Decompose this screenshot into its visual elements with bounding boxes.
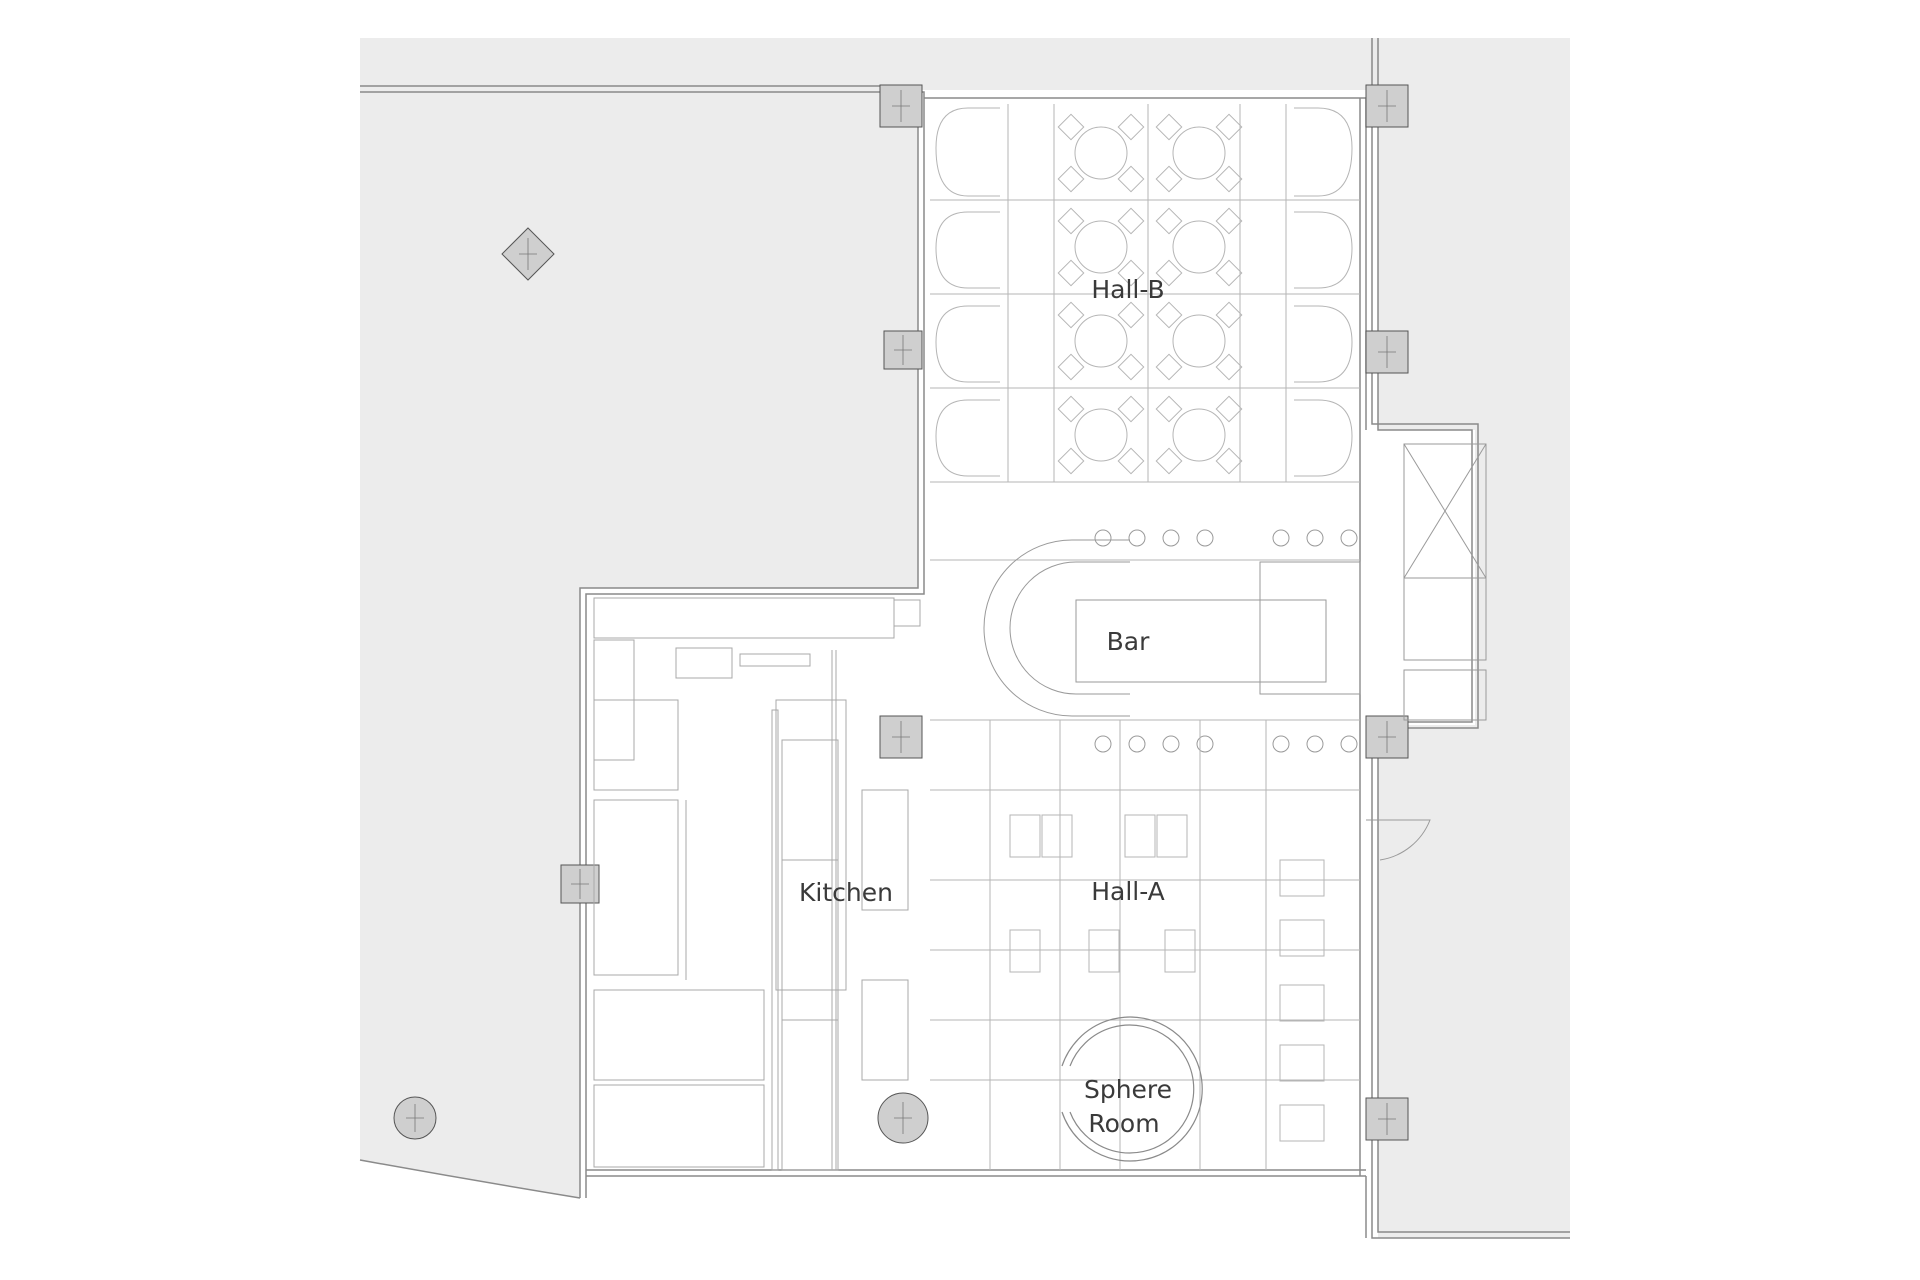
label-sphere-line1: Sphere	[1084, 1075, 1172, 1104]
label-hall-a: Hall-A	[1091, 877, 1165, 906]
label-kitchen: Kitchen	[799, 878, 893, 907]
room-labels: Hall-B Bar Kitchen Hall-A Sphere Room	[799, 275, 1172, 1138]
column-markers	[406, 90, 1396, 1135]
hall-a-furniture	[930, 719, 1360, 1170]
kitchen-fixtures	[593, 597, 921, 1171]
bar-counter	[983, 529, 1361, 753]
label-hall-b: Hall-B	[1091, 275, 1164, 304]
annex	[1366, 443, 1487, 861]
exterior-areas	[360, 38, 1570, 1238]
hall-b-furniture	[930, 104, 1360, 561]
label-bar: Bar	[1107, 627, 1150, 656]
sphere-room	[1061, 1016, 1203, 1162]
label-sphere-line2: Room	[1088, 1109, 1159, 1138]
